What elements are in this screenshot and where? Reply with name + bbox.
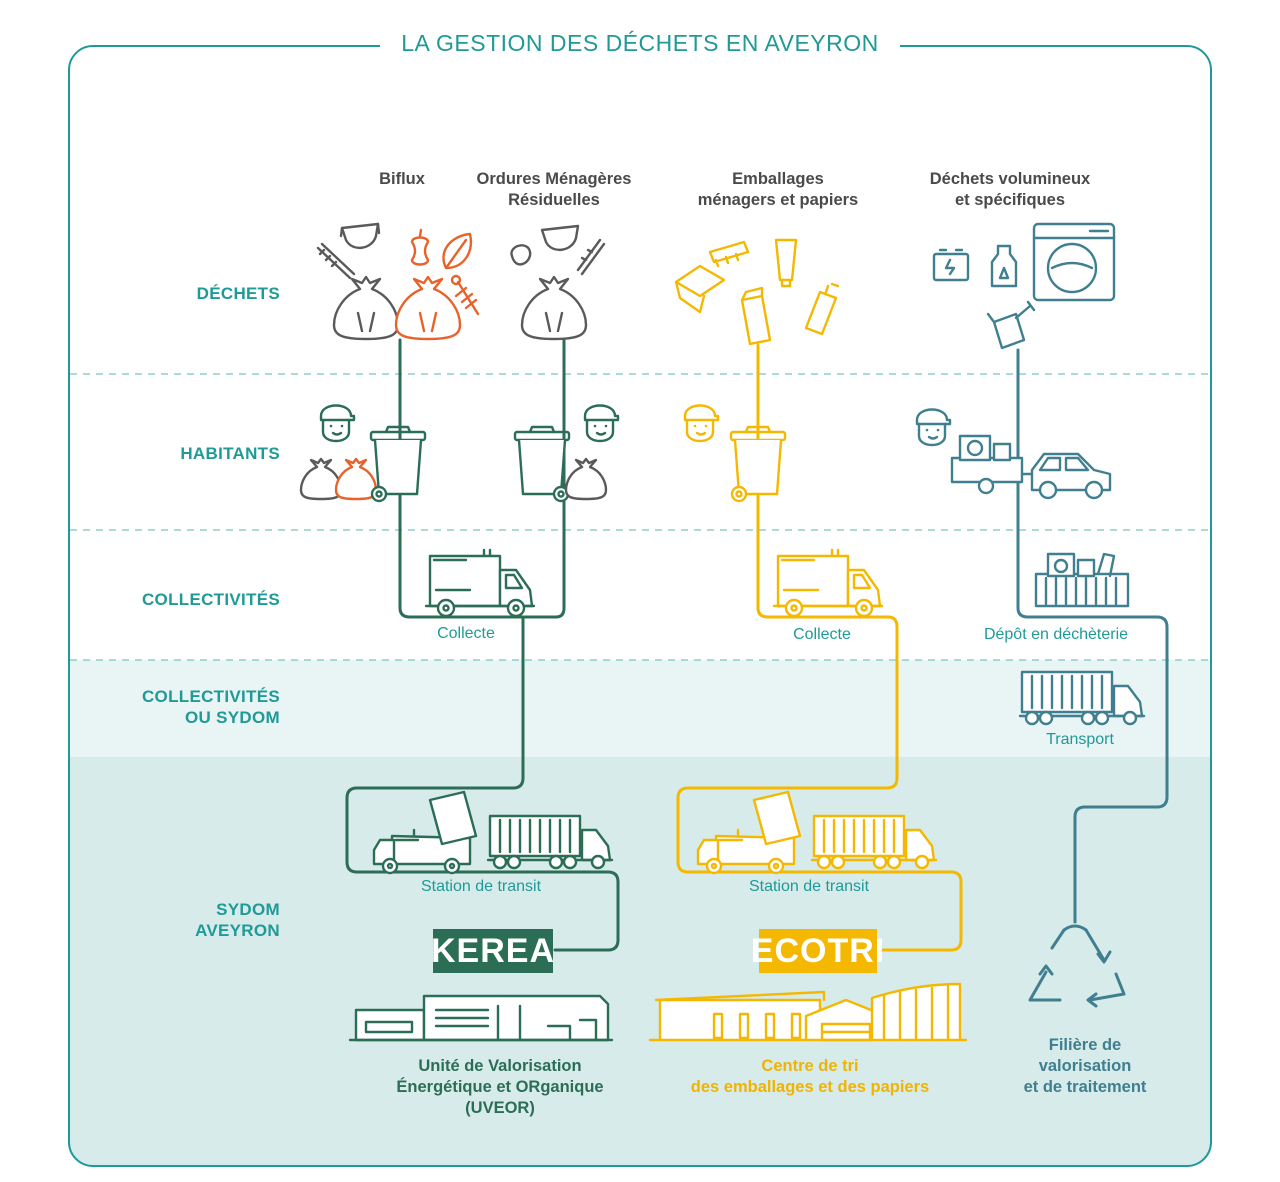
- comb-icon: [316, 242, 356, 280]
- tube-icon: [774, 238, 798, 288]
- car-trailer-icon: [950, 434, 1112, 500]
- label-filiere: Filière de valorisation et de traitement: [1023, 1036, 1147, 1096]
- omr-diaper-icon: [540, 224, 580, 251]
- bottle-icon: [804, 282, 840, 336]
- recycle-icon: [1028, 924, 1126, 1008]
- label-uveor: Unité de Valorisation Énergétique et ORg…: [396, 1057, 604, 1117]
- watering-can-icon: [986, 300, 1036, 350]
- uveor-building-icon: [348, 994, 614, 1042]
- label-transport: Transport: [1046, 731, 1114, 748]
- biscuit-icon: [708, 240, 750, 268]
- label-station-transit-green: Station de transit: [420, 878, 542, 895]
- yellow-flow-line: [676, 343, 963, 952]
- row-label-habitants: HABITANTS: [180, 444, 280, 463]
- green-flow-line: [345, 338, 620, 952]
- label-collecte-yellow: Collecte: [793, 626, 851, 643]
- omr-comb-icon: [576, 238, 606, 276]
- ecotri-building-icon: [648, 982, 968, 1042]
- leaf-icon: [442, 232, 473, 270]
- kerea-logo: KEREA: [431, 929, 554, 973]
- chemical-bottle-icon: [990, 244, 1018, 288]
- category-omr: Ordures Ménagères Résiduelles: [476, 170, 632, 209]
- fishbone-icon: [450, 274, 480, 316]
- row-label-sydom-aveyron: SYDOM AVEYRON: [195, 900, 280, 940]
- carton-icon: [740, 286, 772, 346]
- row-label-collectivites: COLLECTIVITÉS: [141, 590, 280, 609]
- band-sydom: [69, 757, 1211, 1166]
- diaper-icon: [339, 222, 381, 249]
- row-separators: [70, 373, 1210, 661]
- egg-box-icon: [674, 264, 726, 314]
- row-label-collectivites-ou-sydom: COLLECTIVITÉS OU SYDOM: [141, 687, 280, 727]
- label-depot-decheterie: Dépôt en déchèterie: [983, 626, 1129, 643]
- slate-flow-line: [1016, 348, 1169, 924]
- row-label-dechets: DÉCHETS: [196, 284, 280, 303]
- page-title: LA GESTION DES DÉCHETS EN AVEYRON: [380, 32, 900, 55]
- label-centre-de-tri: Centre de tri des emballages et des papi…: [690, 1057, 930, 1096]
- washing-machine-icon: [1032, 222, 1116, 302]
- battery-icon: [932, 248, 970, 282]
- band-collectivites-ou-sydom: [69, 660, 1211, 757]
- category-biflux: Biflux: [379, 170, 425, 188]
- ecotri-logo: ECOTRI: [751, 929, 884, 973]
- apple-core-icon: [410, 228, 430, 266]
- category-emballages: Emballages ménagers et papiers: [697, 170, 859, 209]
- label-station-transit-yellow: Station de transit: [748, 878, 870, 895]
- dechetterie-container-icon: [1034, 552, 1130, 608]
- label-collecte-green: Collecte: [437, 625, 495, 642]
- potato-icon: [510, 244, 532, 266]
- category-volumineux: Déchets volumineux et spécifiques: [929, 170, 1091, 209]
